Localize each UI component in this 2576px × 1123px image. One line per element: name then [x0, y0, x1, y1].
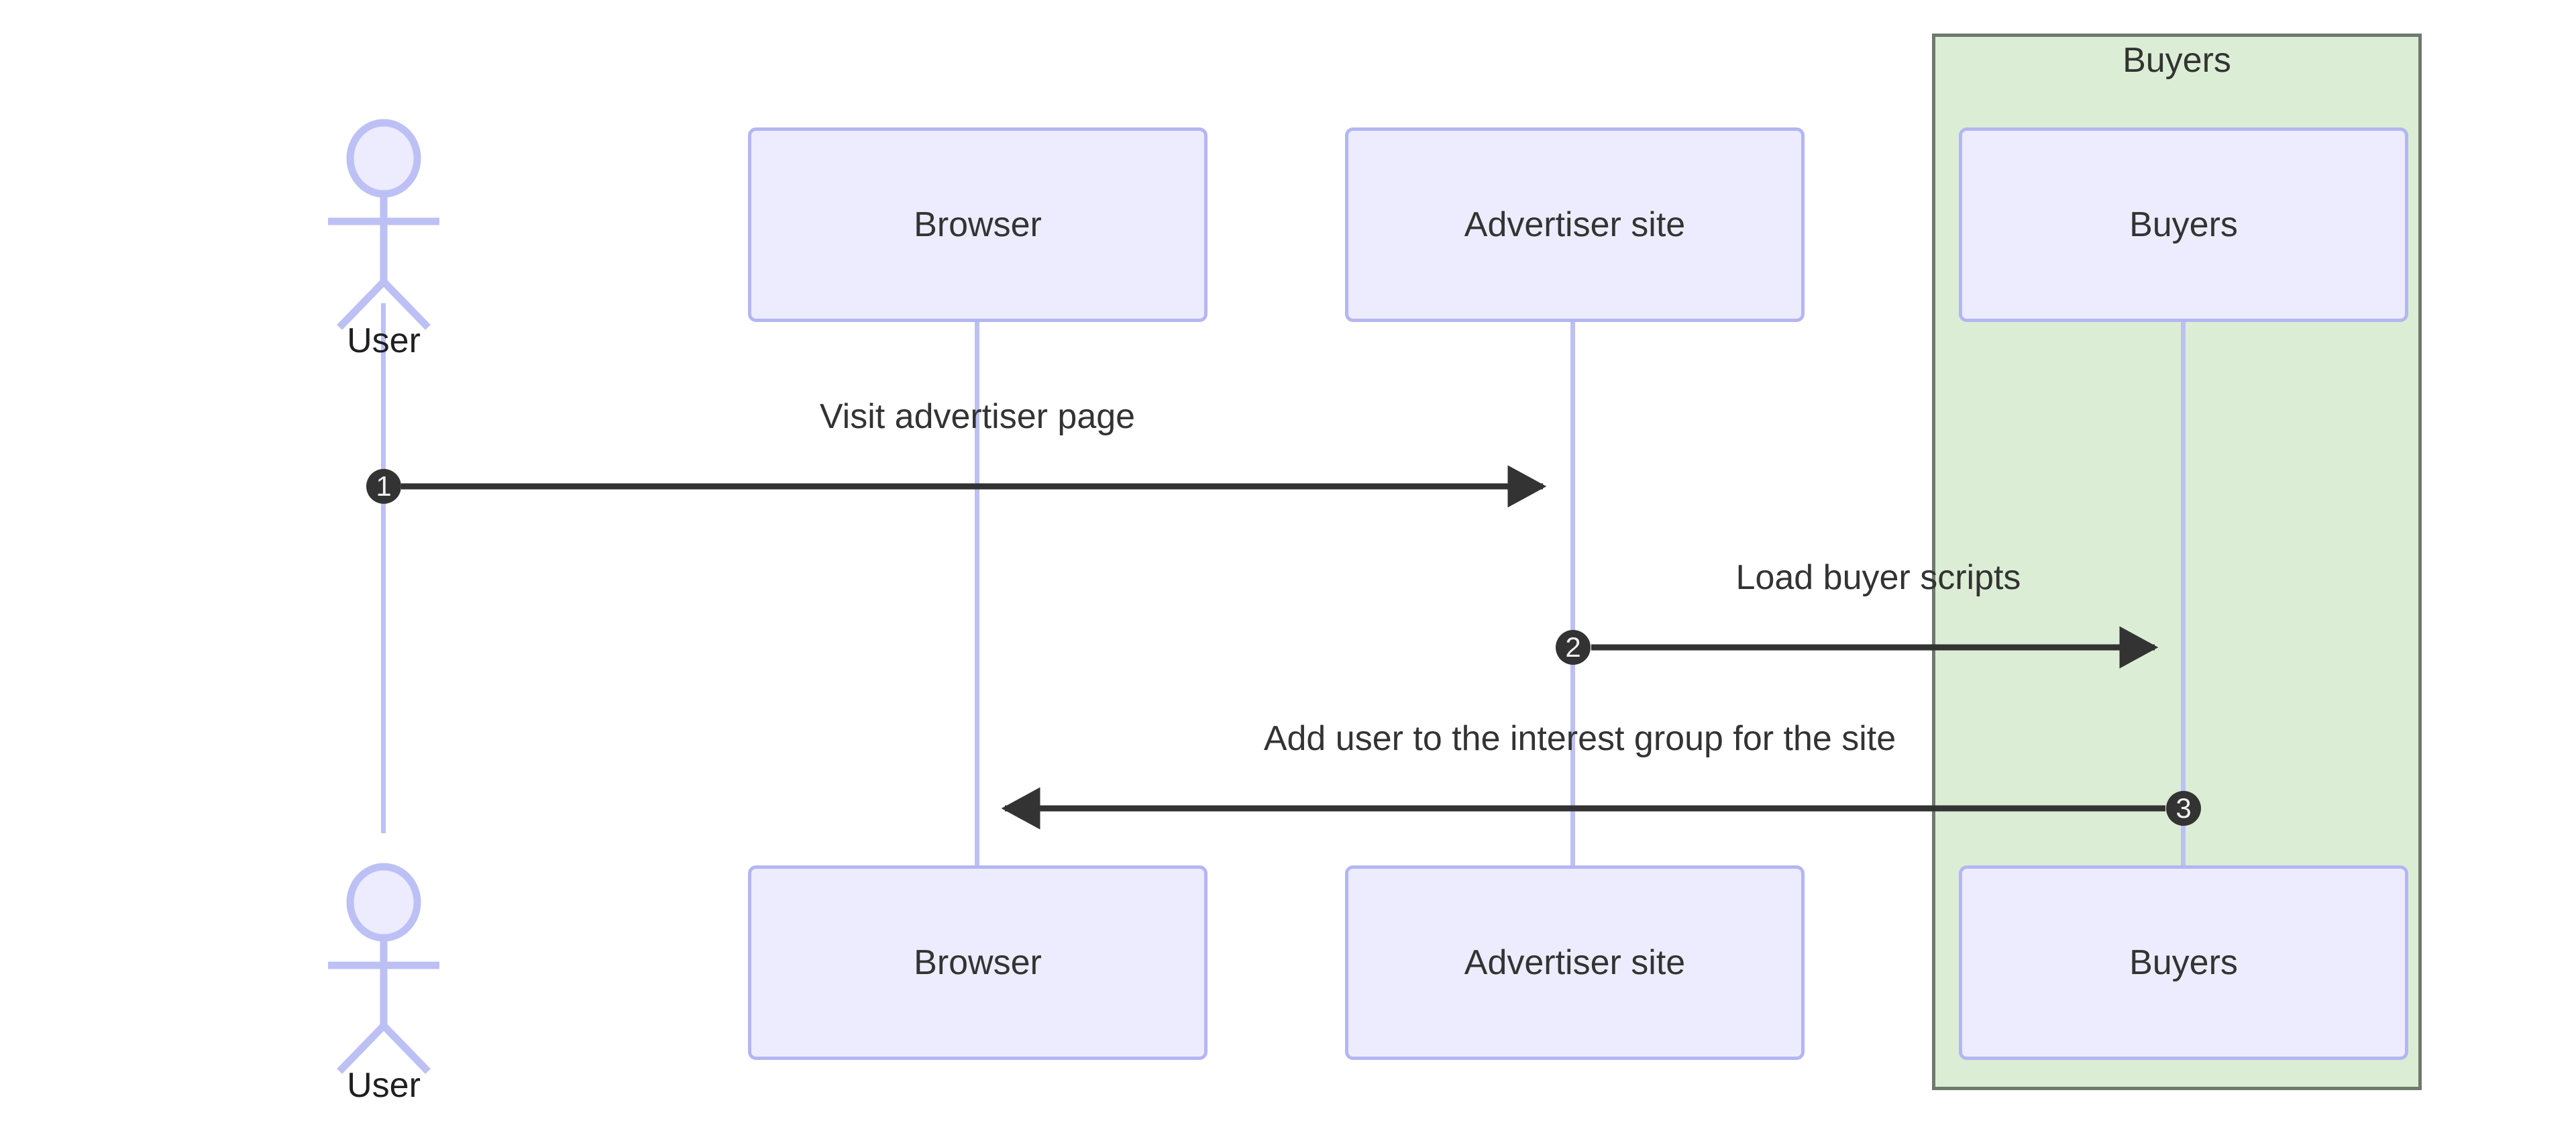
participant-label-buyers: Buyers	[2129, 205, 2238, 244]
sequence-badge-1[interactable]: 1	[366, 469, 401, 504]
actor-right-leg-line	[381, 279, 431, 330]
sequence-badge-2[interactable]: 2	[1556, 630, 1591, 665]
lifeline-buyers	[2181, 321, 2186, 867]
message-label-2: Load buyer scripts	[1735, 558, 2021, 597]
participant-box-advertiser-bottom[interactable]: Advertiser site	[1345, 865, 1805, 1060]
participant-box-browser-bottom[interactable]: Browser	[748, 865, 1208, 1060]
actor-label-user-bottom: User	[347, 1066, 421, 1105]
actor-head-icon	[346, 119, 421, 198]
participant-label-buyers: Buyers	[2129, 943, 2238, 982]
group-title-buyers: Buyers	[2123, 41, 2231, 80]
participant-box-buyers-bottom[interactable]: Buyers	[1959, 865, 2408, 1060]
actor-user-top	[328, 119, 439, 330]
participant-label-browser: Browser	[914, 205, 1042, 244]
participant-label-advertiser: Advertiser site	[1464, 205, 1686, 244]
participant-box-buyers-top[interactable]: Buyers	[1959, 127, 2408, 322]
actor-head-icon	[346, 863, 421, 942]
actor-user-bottom	[328, 863, 439, 1074]
actor-label-user-top: User	[347, 321, 421, 360]
actor-left-leg-line	[337, 279, 386, 330]
actor-left-leg-line	[337, 1023, 386, 1074]
participant-box-browser-top[interactable]: Browser	[748, 127, 1208, 322]
lifeline-advertiser	[1570, 321, 1575, 867]
message-label-1: Visit advertiser page	[819, 397, 1136, 436]
sequence-badge-3[interactable]: 3	[2166, 791, 2201, 826]
actor-right-leg-line	[381, 1023, 431, 1074]
message-label-3: Add user to the interest group for the s…	[1263, 719, 1896, 758]
participant-box-advertiser-top[interactable]: Advertiser site	[1345, 127, 1805, 322]
lifeline-browser	[975, 321, 979, 867]
participant-label-advertiser: Advertiser site	[1464, 943, 1686, 982]
participant-label-browser: Browser	[914, 943, 1042, 982]
lifeline-user	[381, 303, 386, 833]
